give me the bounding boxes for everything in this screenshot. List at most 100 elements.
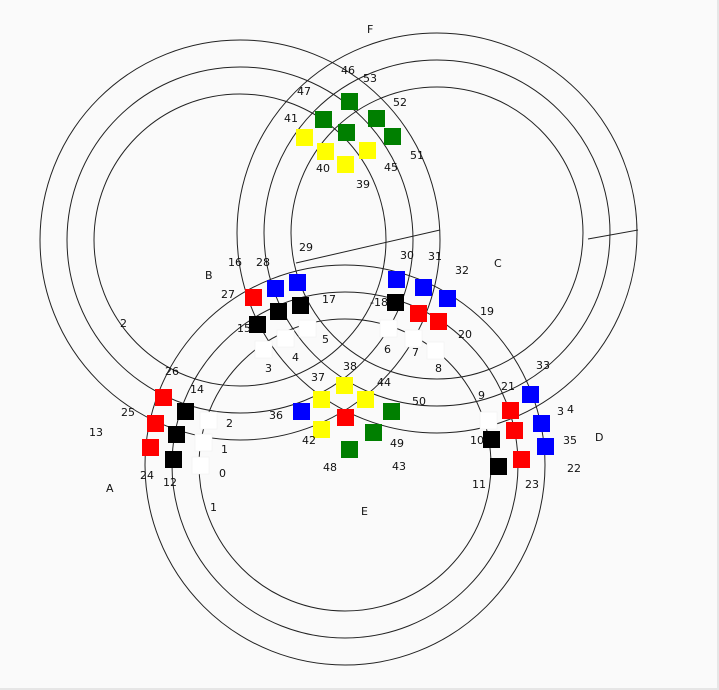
ring-group-top-left [39,39,441,441]
tile-green [315,111,332,128]
node-label: 31 [428,250,442,263]
node-label: 3 [265,362,272,375]
node-label: 46 [341,64,355,77]
node-label: 35 [563,434,577,447]
node-label: 38 [343,360,357,373]
node-label: 3 [557,405,564,418]
tile-white [194,433,213,452]
ring-outer [236,32,638,434]
node-label: 2 [120,317,127,330]
tile-blue [267,280,284,297]
region-label-a: A [106,482,114,495]
node-label: 42 [302,434,316,447]
tile-blue [522,386,539,403]
tile-black [292,297,309,314]
tile-yellow [296,129,313,146]
tile-red [155,389,172,406]
tile-red [147,415,164,432]
connector-line-right [587,229,639,240]
node-label: 26 [165,365,179,378]
tile-yellow [317,143,334,160]
node-label: 25 [121,406,135,419]
connector-line-center [295,229,441,264]
node-label: 20 [458,328,472,341]
node-label: 9 [478,389,485,402]
tile-blue [415,279,432,296]
node-label: 13 [89,426,103,439]
node-label: 40 [316,162,330,175]
tile-green [365,424,382,441]
node-label: 24 [140,469,154,482]
tile-black [168,426,185,443]
node-label: 22 [567,462,581,475]
tile-black [483,431,500,448]
node-label: 41 [284,112,298,125]
tile-white [276,329,295,348]
node-label: 12 [163,476,177,489]
node-label: 32 [455,264,469,277]
node-label: 30 [400,249,414,262]
tile-red [142,439,159,456]
tile-black [490,458,507,475]
node-label: 16 [228,256,242,269]
tile-green [341,93,358,110]
ring-outer [39,39,441,441]
node-label: 49 [390,437,404,450]
tile-white [191,456,210,475]
tile-black [270,303,287,320]
node-label: 15 [237,322,251,335]
tile-red [410,305,427,322]
tile-green [368,110,385,127]
node-label: 37 [311,371,325,384]
node-label: 8 [435,362,442,375]
tile-black [177,403,194,420]
tile-red [506,422,523,439]
tile-red [337,409,354,426]
node-label: 43 [392,460,406,473]
node-label: 6 [384,343,391,356]
tile-blue [388,271,405,288]
node-label: 51 [410,149,424,162]
node-label: 17 [322,293,336,306]
node-label: 11 [472,478,486,491]
node-label: 2 [226,417,233,430]
node-label: 47 [297,85,311,98]
node-label: 39 [356,178,370,191]
tile-white [254,340,273,359]
tile-white [379,319,398,338]
region-label-f: F [367,23,373,36]
tile-blue [289,274,306,291]
tile-layer [142,93,554,475]
tile-red [513,451,530,468]
tile-black [387,294,404,311]
node-label: 28 [256,256,270,269]
ring-group-top-right [236,32,638,434]
node-label: 14 [190,383,204,396]
ring-middle [171,291,519,639]
tile-red [430,313,447,330]
node-label: -18 [370,296,388,309]
tile-black [165,451,182,468]
tile-yellow [336,377,353,394]
tile-green [338,124,355,141]
region-label-e: E [361,505,368,518]
node-label: 44 [377,376,391,389]
node-label: 21 [501,380,515,393]
number-labels: 46 53 47 52 41 51 40 45 39 29 30 31 32 1… [89,64,581,514]
ring-inner [290,86,584,380]
tile-blue [533,415,550,432]
region-label-c: C [494,257,502,270]
node-label: 4 [292,351,299,364]
tile-yellow [313,421,330,438]
tile-yellow [359,142,376,159]
tile-green [383,403,400,420]
node-label: 36 [269,409,283,422]
node-label: 48 [323,461,337,474]
tile-white [479,411,498,430]
node-label: 5 [322,333,329,346]
tile-blue [439,290,456,307]
node-label: 53 [363,72,377,85]
tile-black [249,316,266,333]
tile-green [384,128,401,145]
